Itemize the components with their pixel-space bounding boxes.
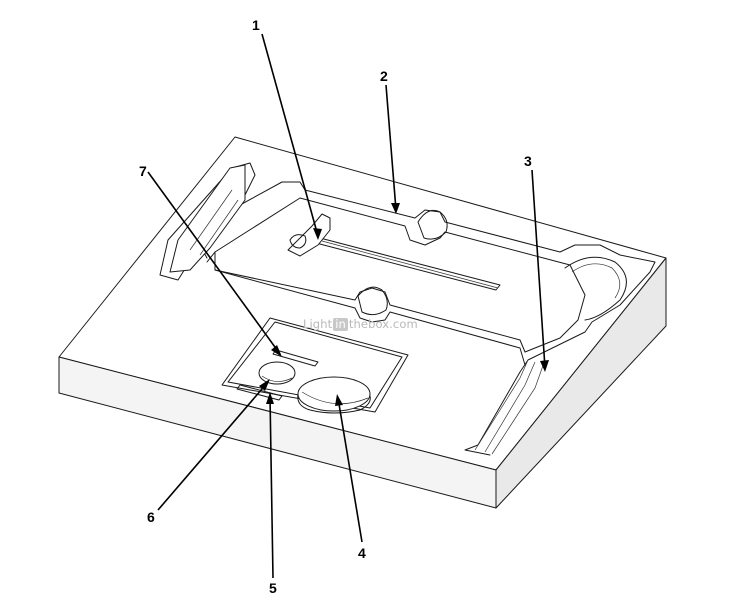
arrowhead-2 <box>391 203 400 214</box>
watermark-suffix: thebox.com <box>348 317 418 331</box>
leader-1 <box>261 33 319 237</box>
small-recess <box>221 317 409 414</box>
arrowhead-1 <box>313 228 322 240</box>
main-recess <box>159 162 656 456</box>
leader-7 <box>147 171 281 355</box>
callout-1: 1 <box>252 17 260 33</box>
callout-4: 4 <box>358 545 366 561</box>
callout-6: 6 <box>147 509 155 525</box>
leader-3 <box>531 169 546 369</box>
leader-2 <box>385 84 397 211</box>
leader-4 <box>337 397 363 543</box>
callout-labels: 1 2 3 4 5 6 7 <box>139 17 532 596</box>
arrowhead-6 <box>259 379 270 391</box>
arrowhead-3 <box>540 360 549 372</box>
watermark-prefix: Light <box>303 317 333 331</box>
arrowhead-5 <box>266 392 274 404</box>
callout-5: 5 <box>269 580 277 596</box>
callout-3: 3 <box>524 153 532 169</box>
leader-lines <box>147 33 549 579</box>
arrowhead-7 <box>271 345 282 357</box>
arrowhead-4 <box>335 394 343 406</box>
leader-6 <box>157 381 269 511</box>
watermark-boxed: in <box>333 317 348 331</box>
leader-5 <box>269 395 274 579</box>
callout-7: 7 <box>139 163 147 179</box>
callout-2: 2 <box>380 68 388 84</box>
